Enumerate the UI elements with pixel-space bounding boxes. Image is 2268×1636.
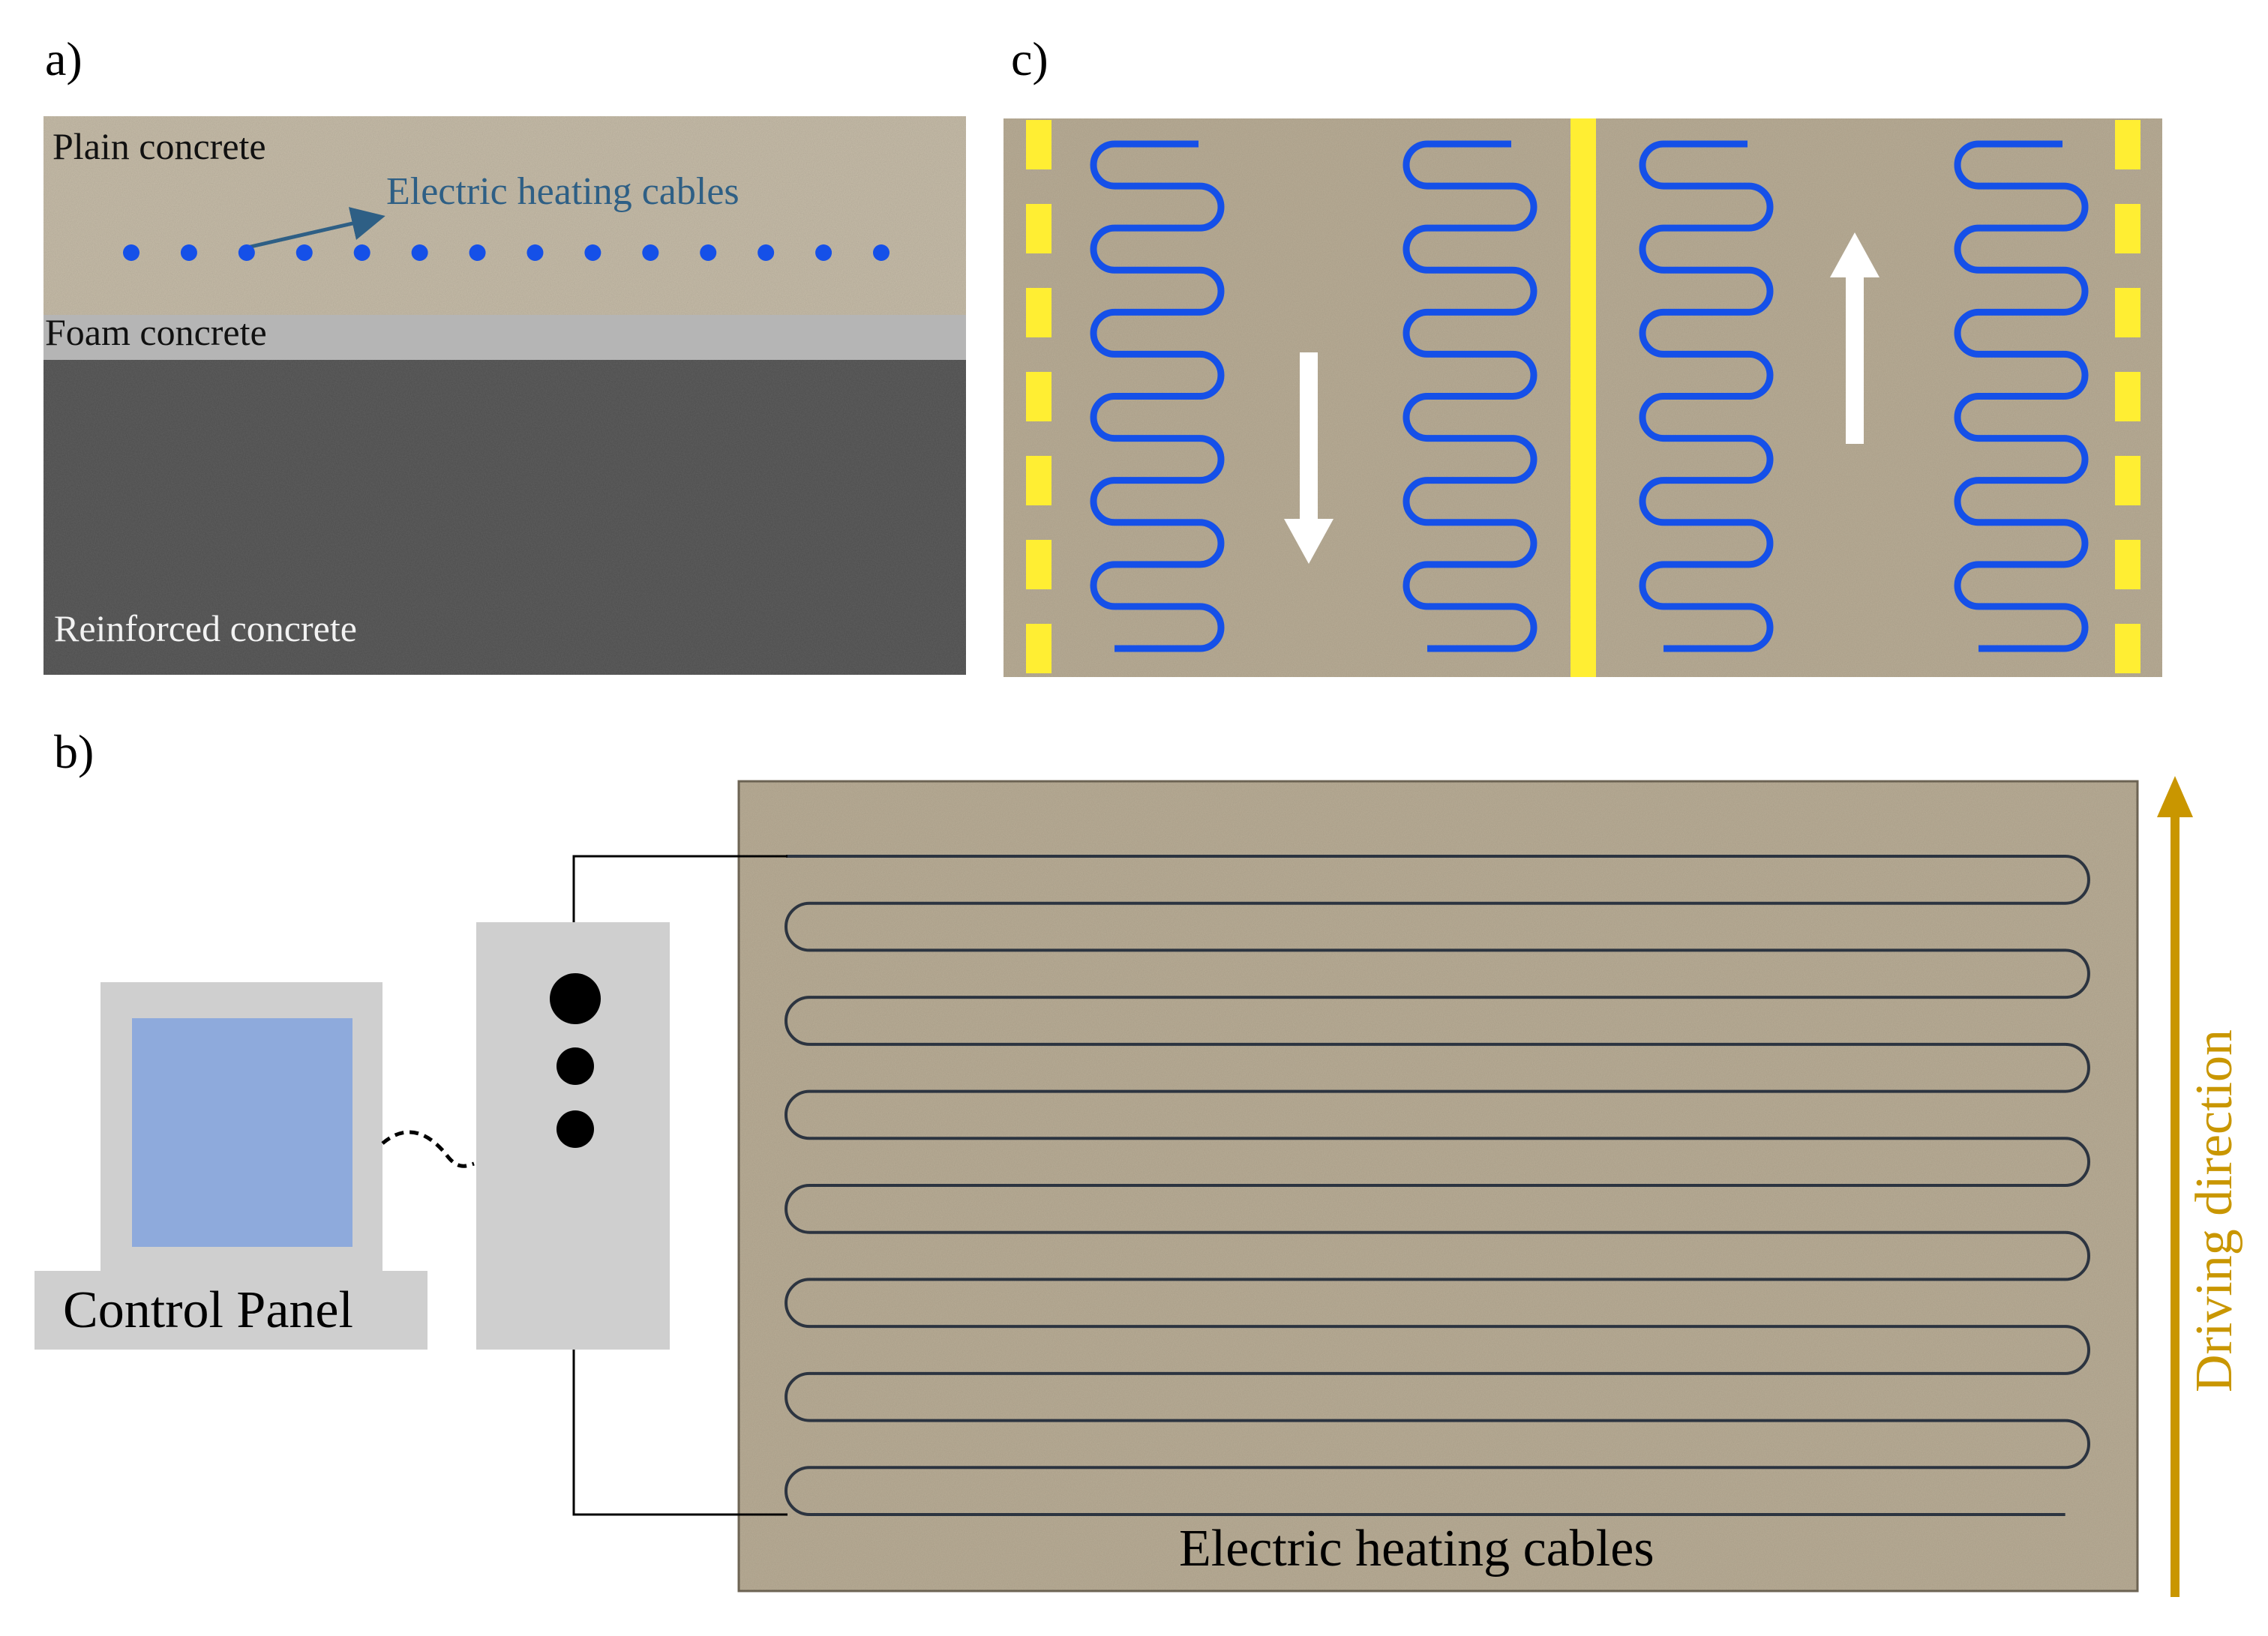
edge-dash	[2115, 372, 2140, 421]
plain-concrete-texture	[44, 116, 966, 315]
control-panel-label: Control Panel	[63, 1281, 353, 1339]
edge-dash	[2115, 288, 2140, 337]
cable-dot	[296, 244, 313, 261]
lane-arrow-down-head	[1284, 519, 1334, 564]
heating-coil	[1402, 140, 1538, 652]
edge-dash	[1026, 624, 1052, 673]
driving-direction-arrow-head	[2157, 776, 2193, 817]
edge-dash	[1026, 204, 1052, 253]
return-wire	[572, 1350, 788, 1516]
edge-dash	[1026, 456, 1052, 505]
cable-dot	[700, 244, 717, 261]
data-link	[381, 1130, 475, 1168]
edge-dash	[2115, 120, 2140, 169]
indicator-light	[556, 1110, 594, 1148]
cable-dots	[123, 244, 890, 261]
road-plan-diagram	[1004, 118, 2162, 677]
heating-coil	[1639, 140, 1774, 652]
system-layout-diagram: Control Panel Electric heating cables Dr…	[34, 776, 2243, 1597]
panel-label-b: b)	[54, 725, 94, 778]
cable-dot	[526, 244, 544, 261]
lane-arrows	[1284, 232, 1880, 564]
serpentine-cable-path	[784, 855, 2090, 1516]
cable-dot	[873, 244, 890, 261]
cable-dot	[642, 244, 659, 261]
monitor-screen	[132, 1018, 352, 1247]
edge-dash	[2115, 624, 2140, 673]
cable-dot	[469, 244, 486, 261]
controller-indicators	[550, 973, 601, 1148]
cable-dot	[758, 244, 775, 261]
edge-dash	[1026, 120, 1052, 169]
foam-concrete-label: Foam concrete	[45, 311, 267, 353]
lane-arrow-down-shaft	[1300, 352, 1318, 520]
indicator-light	[556, 1047, 594, 1085]
edge-lines	[1026, 120, 2140, 673]
control-panel-base	[34, 1271, 428, 1350]
cross-section-diagram: Plain concrete Foam concrete Reinforced …	[44, 116, 966, 675]
panel-label-c: c)	[1011, 32, 1048, 85]
edge-dash	[1026, 288, 1052, 337]
cable-dot	[238, 244, 255, 261]
edge-dash	[2115, 540, 2140, 589]
driving-direction-label: Driving direction	[2186, 1029, 2243, 1392]
heating-coils	[1090, 140, 2089, 652]
edge-dash	[2115, 204, 2140, 253]
center-line	[1570, 118, 1596, 677]
cable-dot	[180, 244, 197, 261]
cable-dot	[353, 244, 370, 261]
foam-concrete-layer	[44, 315, 966, 360]
cable-pointer-arrow	[247, 207, 386, 250]
cable-dot	[411, 244, 428, 261]
cable-dot	[815, 244, 832, 261]
section-a-cable-label: Electric heating cables	[386, 170, 740, 213]
cable-dot	[584, 244, 602, 261]
edge-dash	[2115, 456, 2140, 505]
heating-coil	[1090, 140, 1225, 652]
indicator-light	[550, 973, 601, 1024]
serpentine-cable	[784, 855, 2090, 1516]
section-b-cable-label: Electric heating cables	[1179, 1520, 1654, 1578]
edge-dash	[1026, 540, 1052, 589]
panel-label-a: a)	[45, 32, 82, 85]
lane-arrow-up-head	[1830, 232, 1880, 277]
plain-concrete-label: Plain concrete	[52, 125, 266, 167]
reinforced-concrete-texture	[44, 360, 966, 675]
heating-coil	[1954, 140, 2089, 652]
lane-arrow-up-shaft	[1846, 276, 1864, 444]
supply-wire	[572, 855, 788, 922]
edge-dash	[1026, 372, 1052, 421]
cable-dot	[123, 244, 140, 261]
reinforced-concrete-label: Reinforced concrete	[54, 607, 357, 649]
